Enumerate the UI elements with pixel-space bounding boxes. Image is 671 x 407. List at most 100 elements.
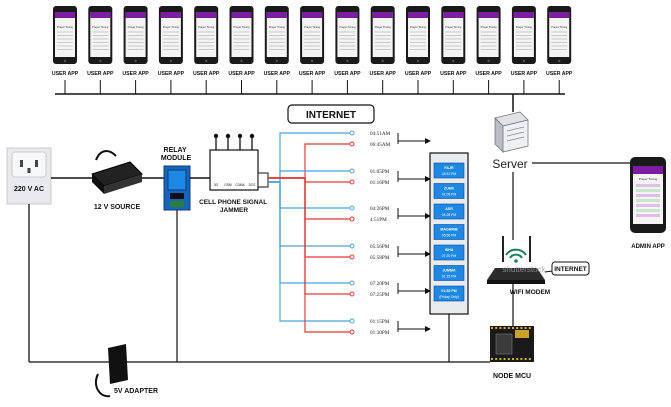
mcu-pin (512, 327, 514, 329)
user-app-label: USER APP (264, 71, 291, 77)
user-app-label: USER APP (193, 71, 220, 77)
phone-screen (408, 12, 428, 57)
prayer-time: 01:15 PM (442, 275, 457, 279)
home-button (558, 59, 561, 63)
phone-screen (443, 12, 464, 57)
prayer-name: 01:30 PM (441, 289, 457, 293)
adapter-label: 5V ADAPTER (114, 388, 158, 395)
phone-header (90, 12, 111, 18)
off-time: 06:45AM (370, 142, 391, 148)
switch-time-lines: 04:51AM06:45AM01:05PM01:16PM04:26PM4:51P… (268, 130, 431, 336)
phone-header (549, 12, 570, 18)
node-mcu-board: NODE MCU (490, 326, 534, 380)
power-supply-12v: 12 V SOURCE (91, 150, 143, 211)
mcu-pin (503, 327, 506, 329)
phone-screen (513, 12, 534, 57)
phone-header (196, 12, 217, 18)
adapter-5v: 5V ADAPTER (94, 344, 158, 398)
off-time: 4:51PM (370, 217, 387, 223)
phone-screen-title: Prayer Timing (128, 25, 145, 29)
mcu-pin (520, 327, 523, 329)
relay-module: RELAY MODULE (161, 147, 191, 211)
admin-app-label: ADMIN APP (631, 244, 664, 250)
admin-screen-row (636, 204, 660, 207)
home-button (99, 59, 102, 63)
mcu-pin (528, 327, 531, 329)
user-app-label: USER APP (122, 71, 149, 77)
mcu-pin (499, 327, 502, 329)
mcu-pin (503, 358, 506, 360)
prayer-name: ASR (445, 207, 453, 211)
on-time: 04:26PM (370, 206, 390, 212)
home-button (169, 59, 173, 63)
socket-label: 220 V AC (14, 186, 44, 193)
prayer-box (433, 183, 465, 199)
admin-screen-row (636, 184, 660, 187)
prayer-time: 07:20 PM (442, 254, 457, 258)
on-contact (349, 130, 355, 136)
home-button (381, 59, 384, 63)
prayer-box (433, 162, 465, 179)
home-button (205, 59, 208, 63)
mcu-pin (512, 358, 514, 360)
off-time: 01:30PM (370, 330, 390, 336)
switch-pair: 04:51AM 06:45AM (268, 130, 431, 183)
phone-screen-title: Prayer Timing (481, 25, 498, 29)
phone-screen-title: Prayer Timing (234, 25, 251, 29)
phone-screen-title: Prayer Timing (57, 25, 74, 29)
prayer-time: 04:51 PM (442, 172, 457, 176)
phone-header (408, 12, 428, 18)
band-label: 3G (214, 183, 219, 187)
user-app-label: USER APP (334, 71, 361, 77)
home-button (346, 59, 349, 63)
admin-screen-row (636, 194, 660, 197)
phone-header (160, 12, 181, 18)
home-button (522, 59, 526, 63)
phone-header (372, 12, 393, 18)
prayer-time: (Friday Only) (439, 295, 459, 299)
prayer-box (433, 285, 465, 302)
jammer-label: CELL PHONE SIGNAL JAMMER (199, 199, 269, 214)
phone-header (231, 12, 252, 18)
user-app-label: USER APP (87, 71, 114, 77)
home-button (416, 59, 420, 63)
wifi-internet-label: INTERNET (554, 266, 587, 273)
mcu-pin (495, 358, 498, 360)
user-app-label: USER APP (405, 71, 432, 77)
wifi-modem: shutterstock WIFI MODEM (487, 236, 550, 296)
home-button (134, 59, 137, 63)
on-line (268, 170, 350, 183)
wifi-icon (505, 248, 527, 263)
antenna-tip (225, 133, 231, 139)
off-time: 05:58PM (370, 255, 390, 261)
on-time: 01:05PM (370, 169, 390, 175)
prayer-box (433, 224, 465, 240)
on-time: 05:56PM (370, 244, 390, 250)
on-contact (349, 243, 355, 249)
band-label: CDMA (235, 183, 245, 187)
nodemcu-label: NODE MCU (493, 373, 531, 380)
off-contact (349, 216, 355, 222)
home-button (452, 59, 455, 63)
on-contact (349, 168, 355, 174)
off-contact (349, 329, 355, 335)
prayer-box (433, 265, 465, 281)
phone-screen (160, 12, 181, 57)
phone-screen (266, 12, 287, 57)
on-time: 04:51AM (370, 131, 391, 137)
on-line (268, 181, 350, 322)
off-time: 07:25PM (370, 292, 390, 298)
prayer-box (433, 203, 465, 220)
